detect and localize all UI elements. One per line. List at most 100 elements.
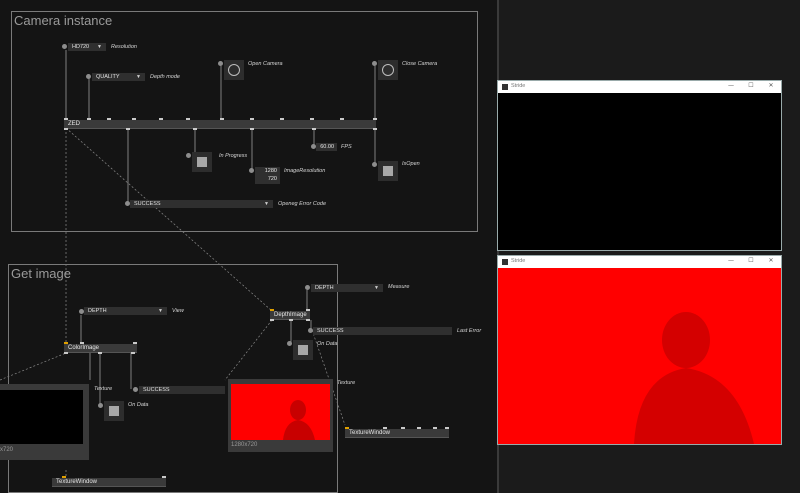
zed-input-pin[interactable] <box>280 118 284 120</box>
resolution-pin[interactable] <box>62 44 67 49</box>
depth-image-output-pin[interactable] <box>270 319 274 321</box>
depth-image-input-pin[interactable] <box>306 309 310 311</box>
preview-size-label: x720 <box>0 447 14 453</box>
window-titlebar[interactable]: Stride — ☐ ✕ <box>498 256 781 268</box>
measure-dropdown[interactable]: DEPTH ▼ <box>311 284 383 292</box>
texture-window-input-pin[interactable] <box>401 427 405 429</box>
texture-window-input-pin[interactable] <box>62 476 66 478</box>
depth-image-output-pin[interactable] <box>289 319 293 321</box>
measure-value: DEPTH <box>315 285 334 291</box>
zed-input-pin[interactable] <box>159 118 163 120</box>
zed-input-pin[interactable] <box>87 118 91 120</box>
color-on-data-pin[interactable] <box>98 403 103 408</box>
depth-on-data-toggle[interactable] <box>293 340 313 360</box>
color-status-dropdown[interactable]: SUCCESS <box>139 386 225 394</box>
last-error-pin[interactable] <box>308 328 313 333</box>
close-icon[interactable]: ✕ <box>768 82 774 89</box>
stride-window-bottom[interactable]: Stride — ☐ ✕ <box>498 256 781 444</box>
is-open-toggle[interactable] <box>378 161 398 181</box>
depth-mode-dropdown[interactable]: QUALITY ▼ <box>92 73 145 81</box>
zed-input-pin[interactable] <box>340 118 344 120</box>
resolution-dropdown[interactable]: HD720 ▼ <box>68 43 106 51</box>
zed-input-pin[interactable] <box>64 118 68 120</box>
depth-mode-pin[interactable] <box>86 74 91 79</box>
zed-input-pin[interactable] <box>373 118 377 120</box>
view-dropdown[interactable]: DEPTH ▼ <box>84 307 167 315</box>
color-image-output-pin[interactable] <box>64 352 68 354</box>
preview-image <box>0 390 83 444</box>
zed-output-pin[interactable] <box>250 128 254 130</box>
depth-mode-caption: Depth mode <box>150 74 180 80</box>
depth-image-output-pin[interactable] <box>306 319 310 321</box>
zed-input-pin[interactable] <box>186 118 190 120</box>
last-error-caption: Last Error <box>457 328 482 334</box>
open-camera-pin[interactable] <box>218 61 223 66</box>
fps-pin[interactable] <box>311 144 316 149</box>
color-image-input-pin[interactable] <box>133 342 137 344</box>
texture-window-node-right[interactable]: TextureWindow <box>345 427 449 438</box>
is-open-pin[interactable] <box>372 162 377 167</box>
zed-output-pin[interactable] <box>312 128 316 130</box>
view-pin[interactable] <box>79 309 84 314</box>
open-error-caption: Openeg Error Code <box>278 201 326 207</box>
texture-right-caption: Texture <box>337 380 356 386</box>
stride-window-top[interactable]: Stride — ☐ ✕ <box>498 81 781 250</box>
zed-output-pin[interactable] <box>193 128 197 130</box>
color-status-pin[interactable] <box>133 387 138 392</box>
zed-node[interactable]: ZED <box>64 118 377 130</box>
chevron-down-icon: ▼ <box>97 44 102 50</box>
minimize-icon[interactable]: — <box>728 82 734 89</box>
color-image-node-label: ColorImage <box>68 345 100 351</box>
color-image-input-pin[interactable] <box>64 342 68 344</box>
color-image-input-pin[interactable] <box>80 342 84 344</box>
zed-input-pin[interactable] <box>310 118 314 120</box>
measure-pin[interactable] <box>305 285 310 290</box>
texture-window-input-pin[interactable] <box>162 476 166 478</box>
circle-icon <box>382 64 394 76</box>
zed-output-pin[interactable] <box>373 128 377 130</box>
texture-window-input-pin[interactable] <box>345 427 349 429</box>
depth-image-node[interactable]: DepthImage <box>270 309 310 321</box>
zed-output-pin[interactable] <box>64 128 68 130</box>
minimize-icon[interactable]: — <box>728 257 734 264</box>
zed-input-pin[interactable] <box>250 118 254 120</box>
texture-window-node-left[interactable]: TextureWindow <box>52 476 166 487</box>
maximize-icon[interactable]: ☐ <box>748 82 754 89</box>
texture-window-input-pin[interactable] <box>433 427 437 429</box>
color-on-data-toggle[interactable] <box>104 401 124 421</box>
resolution-caption: Resolution <box>111 44 137 50</box>
texture-window-input-pin[interactable] <box>417 427 421 429</box>
in-progress-toggle[interactable] <box>192 152 212 172</box>
image-resolution-vector[interactable]: 1280 720 <box>255 167 280 184</box>
close-icon[interactable]: ✕ <box>768 257 774 264</box>
color-image-output-pin[interactable] <box>131 352 135 354</box>
window-titlebar[interactable]: Stride — ☐ ✕ <box>498 81 781 93</box>
camera-instance-title: Camera instance <box>14 13 113 28</box>
in-progress-pin[interactable] <box>186 153 191 158</box>
open-error-pin[interactable] <box>125 201 130 206</box>
open-camera-bang-button[interactable] <box>224 60 244 80</box>
image-resolution-pin[interactable] <box>249 168 254 173</box>
zed-input-pin[interactable] <box>107 118 111 120</box>
zed-input-pin[interactable] <box>132 118 136 120</box>
color-image-output-pin[interactable] <box>98 352 102 354</box>
depth-image-input-pin[interactable] <box>270 309 274 311</box>
camera-instance-region <box>11 11 478 232</box>
app-icon <box>502 84 508 90</box>
maximize-icon[interactable]: ☐ <box>748 257 754 264</box>
patch-editor[interactable]: Camera instance HD720 ▼ Resolution QUALI… <box>0 0 497 493</box>
color-image-node[interactable]: ColorImage <box>64 342 137 354</box>
close-camera-bang-button[interactable] <box>378 60 398 80</box>
open-error-dropdown[interactable]: SUCCESS ▼ <box>130 200 273 208</box>
fps-value[interactable]: 60.00 <box>316 143 337 151</box>
depth-on-data-pin[interactable] <box>287 341 292 346</box>
zed-input-pin[interactable] <box>220 118 224 120</box>
silhouette-icon <box>283 400 315 440</box>
texture-window-input-pin[interactable] <box>445 427 449 429</box>
color-status-value: SUCCESS <box>143 387 170 393</box>
last-error-dropdown[interactable]: SUCCESS <box>313 327 452 335</box>
texture-window-input-pin[interactable] <box>383 427 387 429</box>
zed-output-pin[interactable] <box>126 128 130 130</box>
close-camera-pin[interactable] <box>372 61 377 66</box>
image-resolution-width: 1280 <box>264 168 277 174</box>
